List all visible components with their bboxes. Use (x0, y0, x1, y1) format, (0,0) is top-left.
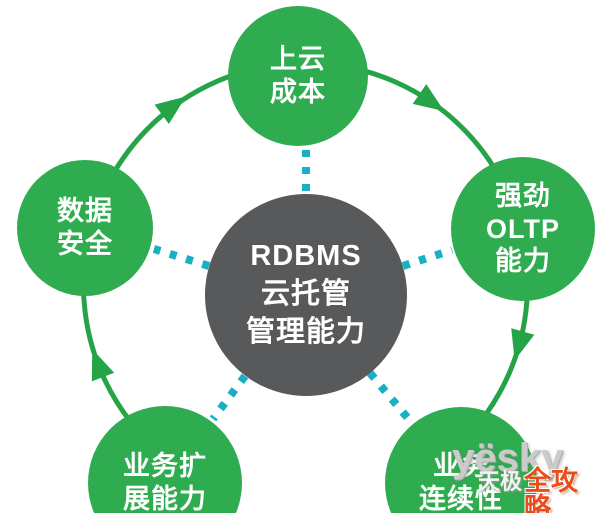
connector-center-to-bottomright (366, 370, 415, 425)
node-cloud-migration-cost: 上云 成本 (228, 6, 368, 146)
flow-arrow-top-to-right (412, 84, 445, 112)
node-data-security: 数据 安全 (17, 160, 153, 296)
node-label-line: 数据 (57, 196, 113, 227)
node-label-line: 连续性 (419, 484, 503, 513)
center-label-line: RDBMS (250, 240, 362, 273)
center-label-line: 云托管 (260, 278, 351, 311)
node-label-line: 安全 (57, 229, 113, 259)
node-label-line: OLTP (486, 213, 560, 244)
node-label-line: 强劲 (495, 180, 551, 211)
flow-arrow-left-to-top (154, 96, 186, 124)
node-label-line: 展能力 (123, 484, 207, 513)
node-label-line: 业务 (433, 451, 489, 482)
node-label-line: 上云 (270, 44, 326, 75)
connector-center-to-left (152, 245, 211, 270)
center-label-line: 管理能力 (245, 315, 366, 348)
flow-arrow-bottomleft-to-left (91, 349, 115, 382)
flow-arrow-right-to-bottomright (511, 328, 535, 361)
node-strong-oltp-capability: 强劲 OLTP 能力 (451, 157, 595, 301)
connector-center-to-bottomleft (209, 373, 249, 422)
node-label-line: 能力 (495, 246, 551, 277)
node-label-line: 业务扩 (123, 451, 207, 482)
node-business-continuity: 业务 连续性 (385, 407, 537, 513)
connector-center-to-right (401, 246, 454, 270)
node-center-rdbms-cloud-hosting: RDBMS 云托管 管理能力 (205, 194, 407, 396)
node-label-line: 成本 (270, 77, 326, 107)
